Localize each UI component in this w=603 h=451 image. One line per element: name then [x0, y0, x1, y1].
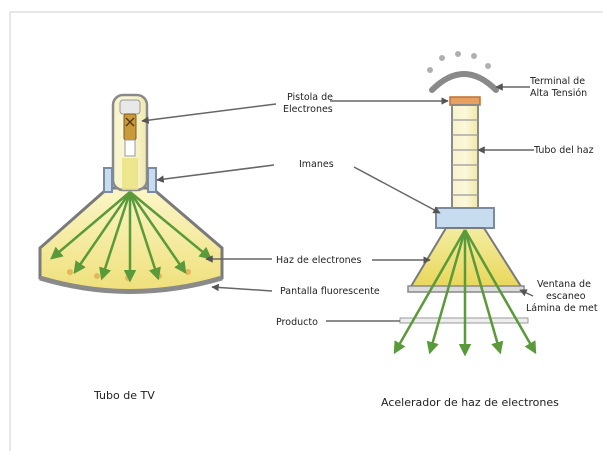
- accelerator: [393, 51, 537, 357]
- tv-magnet-left: [103, 167, 113, 193]
- accel-tube-segments: [452, 119, 478, 196]
- accel-electron-beams: [393, 229, 537, 357]
- high-voltage-terminal-icon: [427, 51, 499, 93]
- label-magnets: Imanes: [299, 159, 334, 170]
- callout-lines: [141, 83, 534, 322]
- label-foil: Lámina de met: [526, 303, 598, 314]
- tv-tube: [38, 93, 224, 294]
- label-gun-line1: Pistola de: [287, 92, 333, 103]
- tv-fluorescent-screen: [39, 275, 223, 294]
- accel-magnet-block: [435, 207, 495, 229]
- label-window-line2: escaneo: [546, 291, 586, 302]
- label-beam: Haz de electrones: [276, 255, 362, 266]
- tv-electron-beams: [50, 191, 212, 283]
- label-terminal-line1: Terminal de: [529, 76, 585, 87]
- electron-gun-icon: [123, 113, 137, 157]
- caption-accelerator: Acelerador de haz de electrones: [381, 396, 559, 409]
- label-screen: Pantalla fluorescente: [280, 286, 380, 297]
- tv-gun-base: [119, 99, 141, 115]
- label-window-line1: Ventana de: [537, 279, 591, 290]
- accel-gun-cap: [449, 96, 481, 106]
- label-terminal-line2: Alta Tensión: [530, 88, 587, 99]
- label-tube: Tubo del haz: [533, 145, 594, 156]
- label-product: Producto: [276, 317, 318, 328]
- tv-magnet-right: [147, 167, 157, 193]
- label-gun-line2: Electrones: [283, 104, 333, 115]
- tv-neck-glow: [122, 158, 138, 190]
- caption-tv-tube: Tubo de TV: [93, 389, 155, 402]
